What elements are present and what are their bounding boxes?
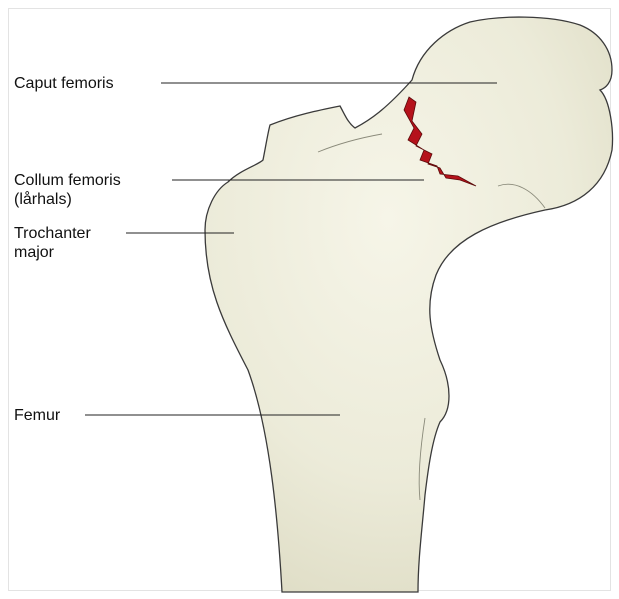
lårhals-label: (lårhals) <box>14 190 72 209</box>
caput-femoris-label: Caput femoris <box>14 74 114 93</box>
trochanter-major-label: major <box>14 243 54 262</box>
trochanter-label: Trochanter <box>14 224 91 243</box>
femur-label: Femur <box>14 406 60 425</box>
collum-femoris-label: Collum femoris <box>14 171 121 190</box>
